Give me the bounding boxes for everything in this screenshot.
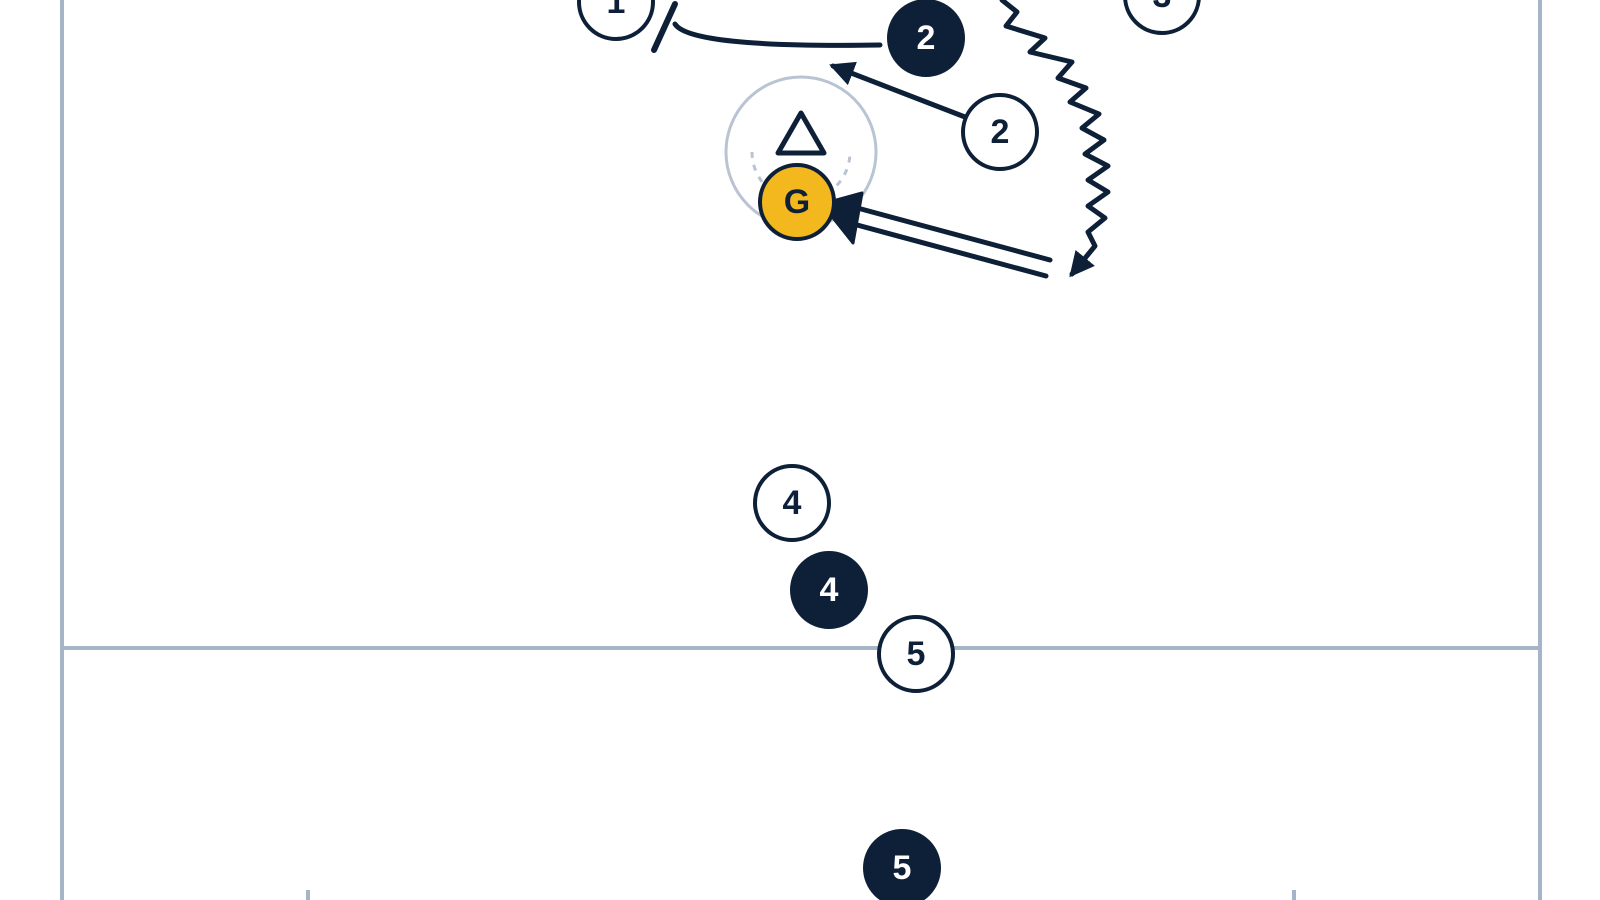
player-offense-3[interactable]: 3 bbox=[1123, 0, 1201, 35]
player-goalie[interactable]: G bbox=[758, 163, 836, 241]
double-arrow-second-line bbox=[843, 219, 1049, 279]
player-label: 4 bbox=[783, 484, 802, 522]
players: 1 3 2 2 G 4 4 5 bbox=[577, 0, 1201, 900]
triangle-goal-icon bbox=[775, 110, 827, 156]
check-end-bar bbox=[651, 1, 678, 53]
field-lines bbox=[60, 0, 1542, 900]
player-label: 5 bbox=[893, 849, 912, 887]
player-offense-1[interactable]: 1 bbox=[577, 0, 655, 41]
action-lines bbox=[651, 0, 1111, 279]
double-arrow-icon bbox=[847, 203, 1053, 263]
arrow-line-icon bbox=[829, 61, 968, 120]
player-label: 1 bbox=[607, 0, 626, 21]
player-label: 4 bbox=[820, 571, 839, 609]
player-label: G bbox=[784, 183, 810, 221]
player-defense-5[interactable]: 5 bbox=[863, 829, 941, 900]
player-label: 2 bbox=[917, 19, 936, 57]
player-label: 5 bbox=[907, 635, 926, 673]
check-line-icon bbox=[672, 21, 883, 48]
player-defense-4[interactable]: 4 bbox=[790, 551, 868, 629]
zigzag-arrow-icon bbox=[999, 0, 1111, 278]
player-offense-2[interactable]: 2 bbox=[961, 93, 1039, 171]
crease-dashed-arc bbox=[750, 151, 852, 203]
player-defense-2[interactable]: 2 bbox=[887, 0, 965, 77]
player-offense-5[interactable]: 5 bbox=[877, 615, 955, 693]
player-offense-4[interactable]: 4 bbox=[753, 464, 831, 542]
player-label: 2 bbox=[991, 113, 1010, 151]
player-label: 3 bbox=[1153, 0, 1172, 15]
